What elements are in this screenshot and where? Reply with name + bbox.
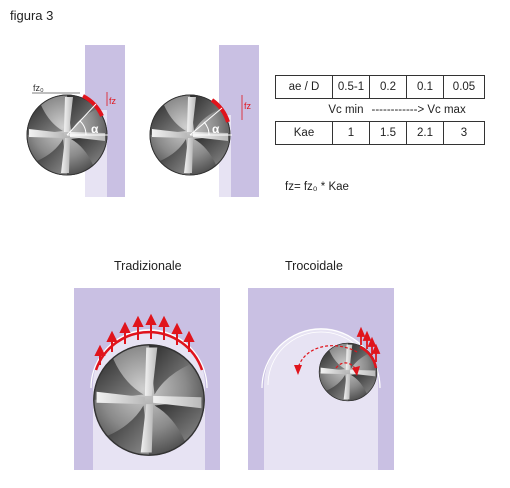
fz-label-1: fz	[109, 96, 117, 106]
top-diagram-1: α fz₀ fz	[26, 45, 125, 197]
angle-arc-2	[203, 121, 210, 136]
angle-ray-1b	[66, 103, 97, 136]
trochoidal-diagram	[248, 288, 394, 470]
alpha-label-2: α	[212, 122, 220, 136]
engagement-arc-trochoidal	[359, 345, 378, 369]
end-mill-traditional	[93, 344, 205, 456]
table-cell: 2.1	[406, 121, 444, 145]
table-cell: Kae	[275, 121, 333, 145]
engagement-arc-traditional	[94, 330, 204, 371]
vc-min-label: Vc min	[328, 104, 364, 116]
trochoidal-motion-path	[297, 345, 358, 369]
table-cell: 0.2	[369, 75, 407, 99]
trochoidal-label: Trocoidale	[285, 259, 343, 273]
table-cell: 1	[332, 121, 370, 145]
force-arrows-trochoidal	[356, 326, 381, 362]
trochoidal-motion-arrow-1	[294, 365, 302, 375]
table-row: Vc min ------------> Vc max	[276, 99, 485, 122]
kae-table: ae / D 0.5-1 0.2 0.1 0.05 Vc min -------…	[275, 75, 485, 145]
fz0-label: fz₀	[33, 83, 44, 93]
table-cell: 1.5	[369, 121, 407, 145]
chip-section-2	[210, 98, 230, 123]
alpha-label-1: α	[91, 122, 99, 136]
figure-title: figura 3	[10, 8, 54, 23]
table-cell: 3	[443, 121, 485, 145]
table-cell: 0.1	[406, 75, 444, 99]
traditional-label: Tradizionale	[114, 259, 182, 273]
table-row: Kae 1 1.5 2.1 3	[275, 121, 485, 145]
top-diagram-2: α fz	[149, 45, 259, 197]
feed-formula: fz= fz₀ * Kae	[285, 181, 349, 193]
angle-ray-2b	[189, 107, 223, 136]
vc-max-label: ------------> Vc max	[371, 104, 466, 116]
force-arrows-traditional	[94, 313, 195, 365]
traditional-diagram	[74, 288, 220, 470]
table-cell: ae / D	[275, 75, 333, 99]
fz-label-2: fz	[244, 101, 252, 111]
table-row: ae / D 0.5-1 0.2 0.1 0.05	[275, 75, 485, 99]
angle-arc-1	[79, 120, 87, 136]
table-cell: 0.05	[443, 75, 485, 99]
table-cell: 0.5-1	[332, 75, 370, 99]
tool-path-traditional	[90, 329, 208, 389]
trochoidal-motion-arrow-2	[352, 366, 360, 376]
chip-section-1	[82, 94, 104, 117]
